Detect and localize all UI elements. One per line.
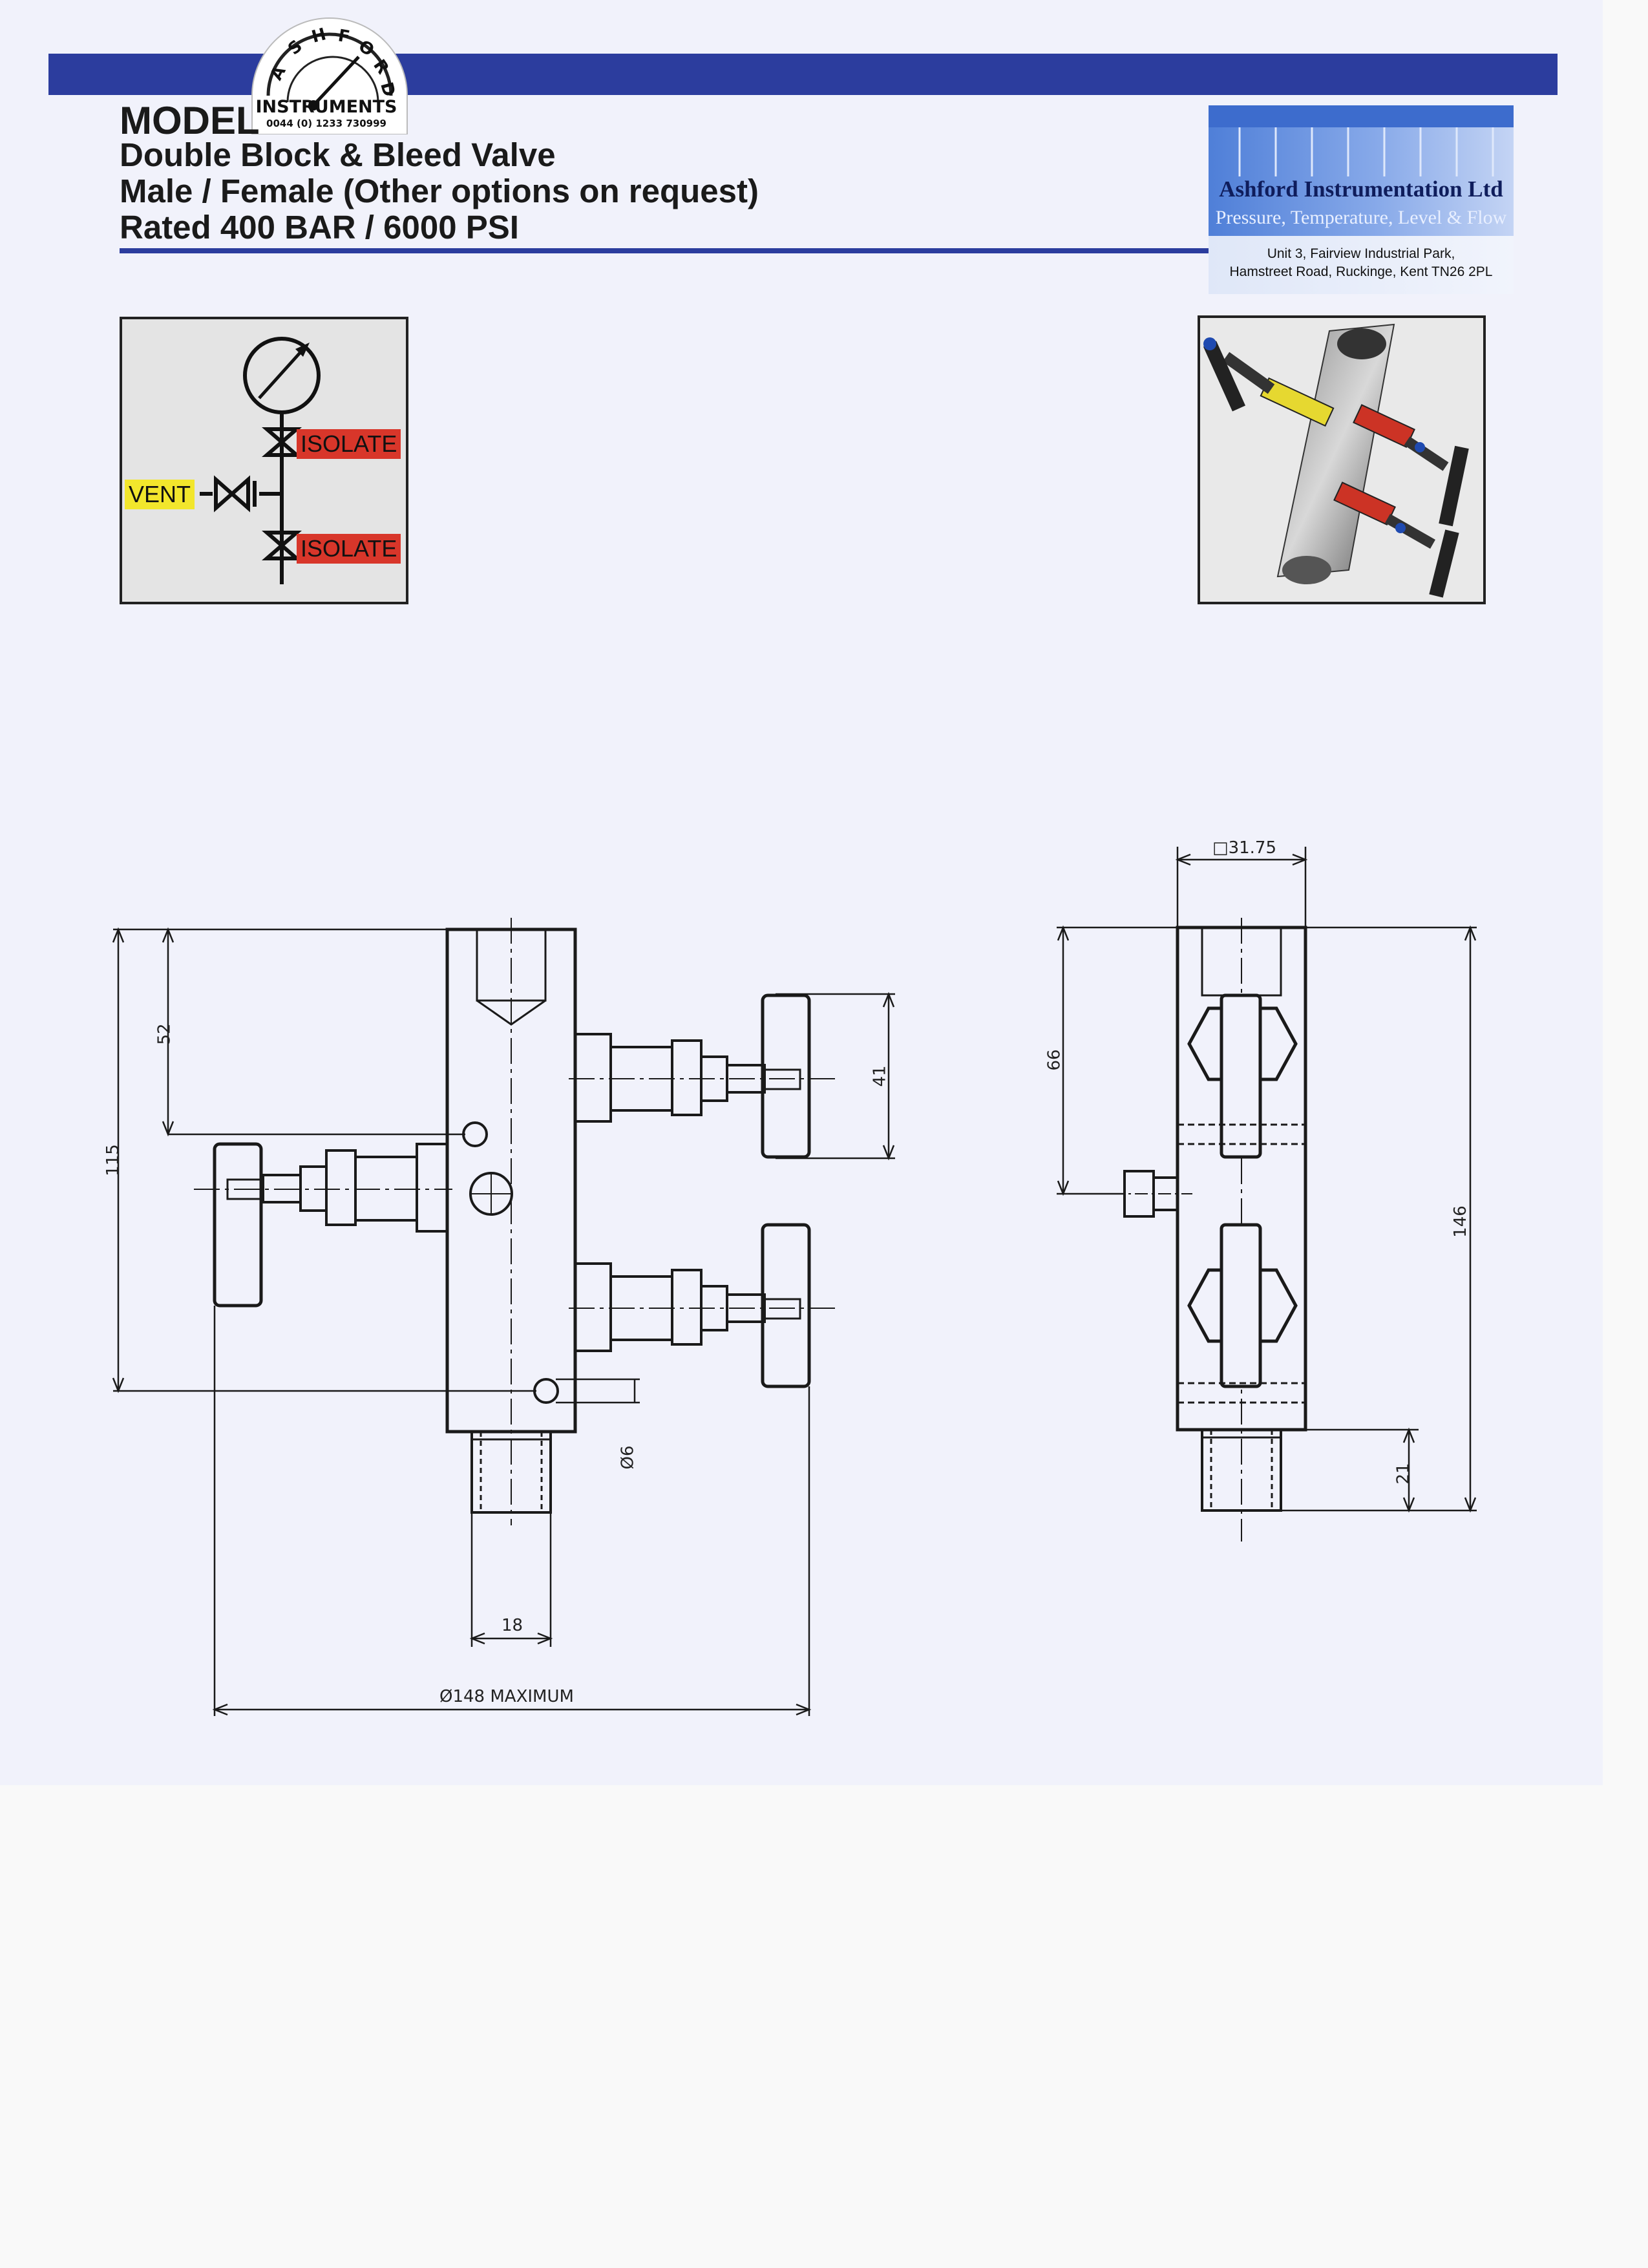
logo-instruments-text: INSTRUMENTS [255, 97, 397, 117]
dim-31-75-label: □31.75 [1212, 838, 1276, 858]
dim-6-label: Ø6 [618, 1445, 638, 1470]
vent-label: VENT [125, 480, 195, 509]
logo-phone-text: 0044 (0) 1233 730999 [266, 118, 386, 129]
valve-photo-image [1203, 323, 1469, 598]
dim-41-label: 41 [870, 1065, 890, 1087]
dim-21-label: 21 [1393, 1463, 1413, 1485]
title-line-3: Rated 400 BAR / 6000 PSI [120, 209, 519, 246]
title-line-1: Double Block & Bleed Valve [120, 136, 556, 173]
isolate-top-label: ISOLATE [297, 429, 401, 459]
dim-146-label: 146 [1450, 1205, 1470, 1238]
company-name: Ashford Instrumentation Ltd [1219, 176, 1503, 202]
building-bars-icon [1209, 105, 1514, 176]
company-card: Ashford Instrumentation Ltd Pressure, Te… [1209, 105, 1514, 294]
valve-schematic-panel: ISOLATE ISOLATE [120, 317, 408, 604]
dim-18-label: 18 [502, 1616, 523, 1635]
svg-text:F: F [337, 26, 352, 47]
dim-66-label: 66 [1044, 1049, 1064, 1071]
company-address-line-1: Unit 3, Fairview Industrial Park, [1267, 246, 1455, 261]
dim-52-label: 52 [154, 1023, 174, 1045]
document-sheet [0, 0, 1603, 1785]
dim-115-label: 115 [103, 1144, 123, 1176]
isolate-bottom-label: ISOLATE [297, 534, 401, 564]
model-label: MODEL [120, 99, 260, 142]
title-line-2: Male / Female (Other options on request) [120, 173, 759, 209]
product-photo-panel [1198, 315, 1486, 604]
dim-148-label: Ø148 MAXIMUM [439, 1687, 574, 1706]
ashford-logo-icon: A S H F O R D [251, 17, 408, 134]
title-underline [120, 248, 1209, 253]
company-address-line-2: Hamstreet Road, Ruckinge, Kent TN26 2PL [1229, 264, 1493, 279]
valve-schematic-icon [200, 337, 321, 584]
address-panel [1209, 236, 1514, 294]
company-tagline: Pressure, Temperature, Level & Flow [1215, 207, 1507, 228]
